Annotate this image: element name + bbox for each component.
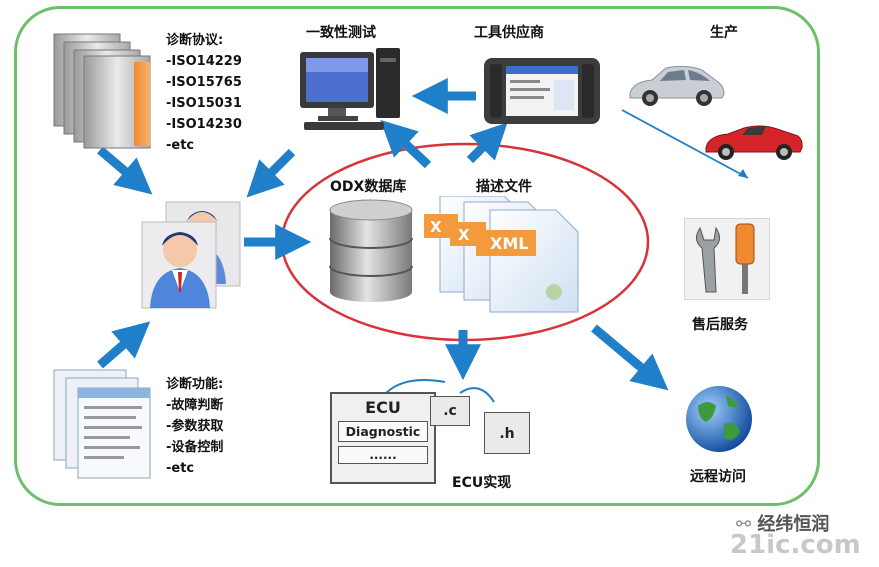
odx-database-label: ODX数据库: [330, 179, 407, 195]
ecu-title: ECU: [365, 398, 401, 417]
function-item: -参数获取: [166, 419, 224, 434]
arrow-odx-to-pc: [380, 119, 432, 169]
protocol-item: -etc: [166, 138, 195, 153]
ecu-other-module: ......: [338, 446, 428, 464]
ecu-diagnostic-module: Diagnostic: [338, 421, 428, 442]
wechat-icon: ⚯: [736, 514, 752, 535]
outer-frame: [14, 6, 820, 506]
function-item: -故障判断: [166, 398, 224, 413]
service-tools-icon: [684, 218, 770, 300]
computer-icon: [300, 48, 400, 130]
tool-supplier-label: 工具供应商: [474, 25, 544, 41]
arrow-protocols-to-engineer: [97, 146, 153, 195]
arrow-pc-to-engineer: [246, 148, 296, 198]
xml-label-front: XML: [490, 234, 529, 253]
functions-title: 诊断功能:: [166, 377, 224, 392]
engineer-users-icon: [141, 201, 241, 309]
function-item: -etc: [166, 461, 195, 476]
protocols-title: 诊断协议:: [166, 33, 224, 48]
protocols-list: 诊断协议: -ISO14229 -ISO15765 -ISO15031 -ISO…: [166, 30, 242, 156]
database-icon: [329, 199, 413, 302]
globe-icon: [686, 386, 752, 452]
protocol-documents-icon: [53, 33, 151, 149]
description-file-label: 描述文件: [476, 179, 532, 195]
ecu-impl-label: ECU实现: [452, 475, 512, 491]
arrow-odx-to-remote: [591, 324, 669, 391]
c-source-file: .c: [430, 396, 470, 426]
watermark-site: 21ic.com: [730, 530, 861, 560]
functions-list: 诊断功能: -故障判断 -参数获取 -设备控制 -etc: [166, 374, 223, 479]
remote-access-label: 远程访问: [690, 469, 746, 485]
function-item: -设备控制: [166, 440, 224, 455]
xml-label-middle: X: [458, 226, 470, 244]
arrow-tool-to-production: [621, 109, 749, 179]
arrow-functions-to-engineer: [97, 321, 151, 369]
ecu-block: ECU Diagnostic ......: [330, 392, 436, 484]
xml-files-icon: [424, 196, 579, 313]
h-header-file: .h: [484, 412, 530, 454]
watermark-text: ⚯ 经纬恒润: [736, 514, 830, 535]
protocol-item: -ISO14229: [166, 54, 242, 69]
protocol-item: -ISO15031: [166, 96, 242, 111]
red-car-icon: [705, 125, 803, 160]
protocol-item: -ISO15765: [166, 75, 242, 90]
conformance-test-label: 一致性测试: [306, 25, 376, 41]
function-documents-icon: [53, 369, 151, 479]
xml-label-back: X: [430, 218, 442, 236]
silver-car-icon: [629, 65, 725, 106]
production-label: 生产: [710, 25, 738, 41]
after-sales-label: 售后服务: [692, 317, 748, 333]
protocol-item: -ISO14230: [166, 117, 242, 132]
diagnostic-tool-icon: [484, 58, 600, 124]
arrow-odx-to-tool: [466, 122, 508, 164]
